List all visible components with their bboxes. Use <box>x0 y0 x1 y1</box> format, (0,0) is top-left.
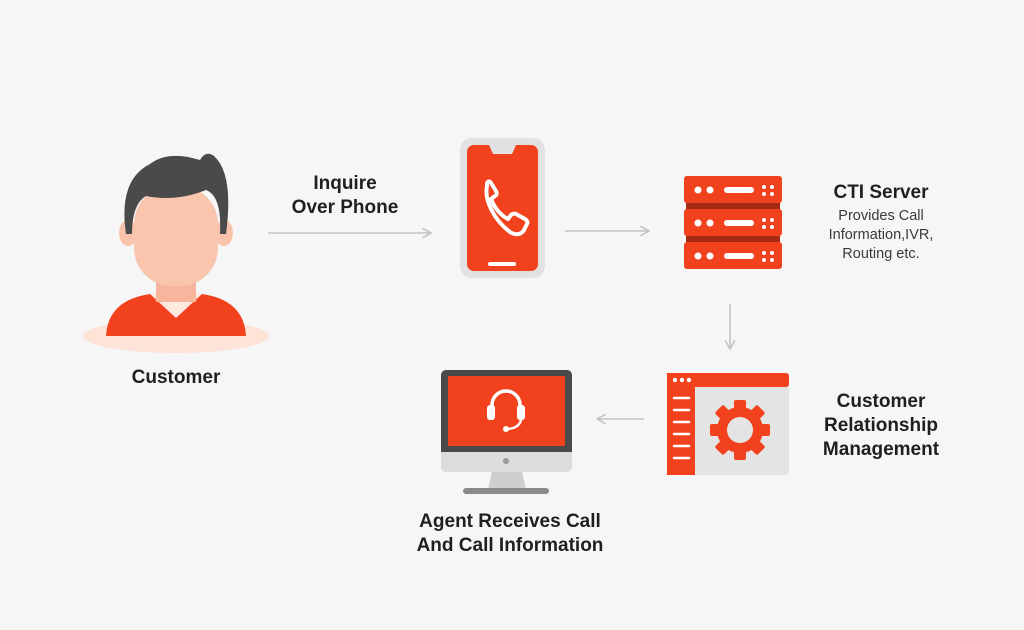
agent-label: Agent Receives Call And Call Information <box>396 510 624 558</box>
cti-server-title: CTI Server <box>833 182 929 203</box>
smartphone-call-icon <box>460 138 545 278</box>
inquire-edge-label: Inquire Over Phone <box>270 172 420 220</box>
customer-avatar-icon <box>83 153 269 353</box>
cti-desc-line-1: Provides Call <box>838 208 924 224</box>
crm-label-line-3: Management <box>822 439 940 460</box>
cti-desc-line-3: Routing etc. <box>842 246 920 262</box>
server-rack-icon <box>684 176 782 269</box>
cti-server-description: Provides Call Information,IVR, Routing e… <box>796 207 966 264</box>
crm-gear-window-icon <box>667 373 789 475</box>
cti-desc-line-2: Information,IVR, <box>828 227 934 243</box>
crm-label-line-2: Relationship <box>823 415 938 436</box>
inquire-label-line-1: Inquire <box>313 173 377 194</box>
crm-label-line-1: Customer <box>836 391 926 412</box>
customer-label: Customer <box>131 367 221 388</box>
agent-label-line-1: Agent Receives Call <box>419 511 601 532</box>
agent-label-line-2: And Call Information <box>416 535 604 556</box>
monitor-headset-icon <box>441 370 572 494</box>
crm-label: Customer Relationship Management <box>796 390 966 462</box>
inquire-label-line-2: Over Phone <box>291 197 399 218</box>
